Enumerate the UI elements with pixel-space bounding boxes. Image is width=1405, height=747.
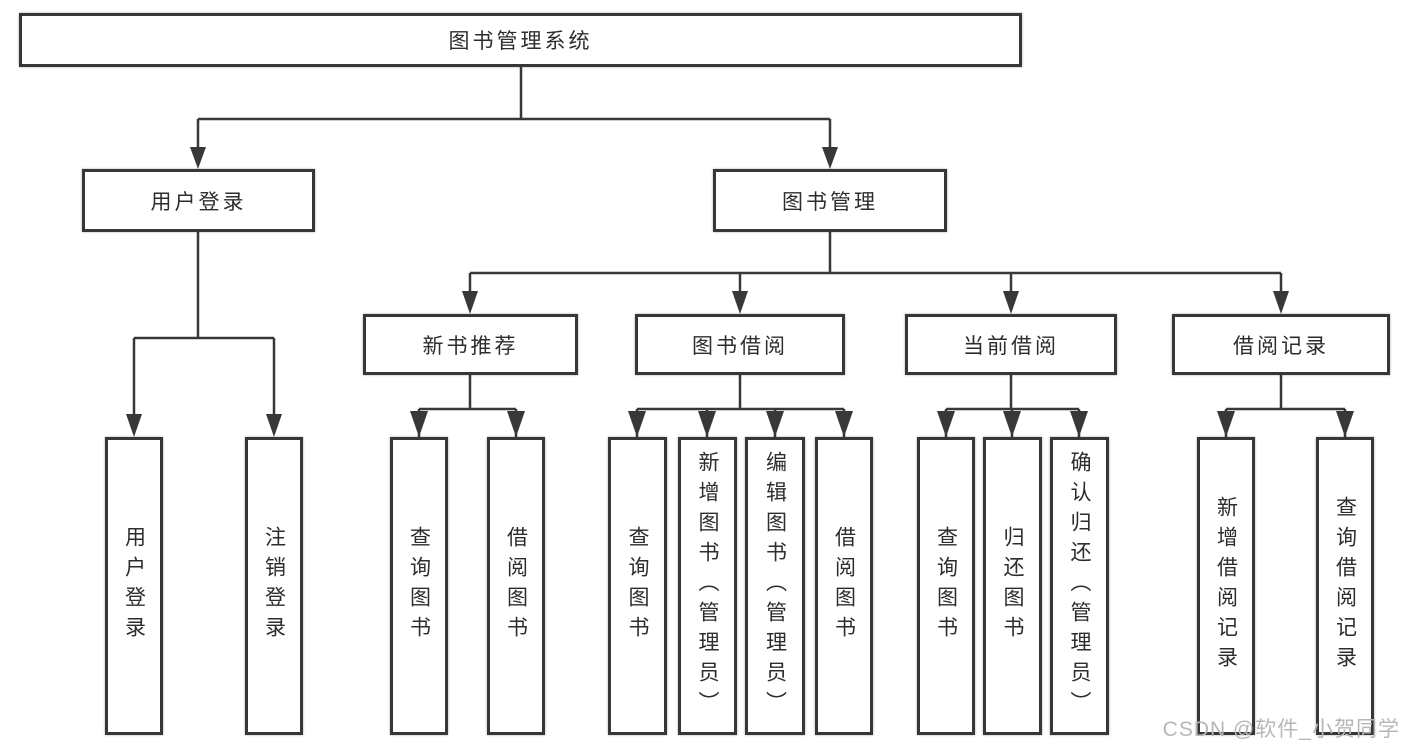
arrowheads [126, 147, 1354, 437]
leaf-label: 借阅图书 [504, 526, 528, 646]
leaf-label: 新增借阅记录 [1214, 496, 1238, 676]
node-root: 图书管理系统 [19, 13, 1022, 67]
leaf-label: 注销登录 [262, 526, 286, 646]
node-user-login-label: 用户登录 [150, 190, 247, 214]
node-borrow-records-label: 借阅记录 [1233, 334, 1329, 358]
arrow-icon [732, 291, 748, 314]
connector-borrow-records [1224, 375, 1347, 437]
connector-root [196, 67, 832, 152]
arrow-icon [1070, 411, 1088, 437]
leaf-user-login: 用户登录 [105, 437, 163, 735]
leaf-label: 查询借阅记录 [1333, 496, 1357, 676]
node-new-books: 新书推荐 [363, 314, 578, 375]
leaf-query-borrow-record: 查询借阅记录 [1316, 437, 1374, 735]
watermark: CSDN @软件_小贺同学 [1162, 718, 1400, 741]
leaf-confirm-return-admin: 确认归还（管理员） [1050, 437, 1109, 735]
leaf-label: 查询图书 [934, 526, 958, 646]
arrow-icon [462, 291, 478, 314]
connector-book-mgmt [468, 232, 1283, 297]
arrow-icon [698, 411, 716, 437]
node-user-login: 用户登录 [82, 169, 315, 232]
node-book-borrow-label: 图书借阅 [692, 334, 788, 358]
leaf-query-books-1: 查询图书 [390, 437, 448, 735]
leaf-label: 归还图书 [1001, 526, 1024, 646]
arrow-icon [766, 411, 784, 437]
leaf-add-borrow-record: 新增借阅记录 [1197, 437, 1255, 735]
node-current-borrow-label: 当前借阅 [963, 334, 1059, 358]
arrow-icon [190, 147, 206, 169]
leaf-logout: 注销登录 [245, 437, 303, 735]
leaf-label: 查询图书 [407, 526, 431, 646]
leaf-query-books-3: 查询图书 [917, 437, 975, 735]
connector-user-login [132, 232, 276, 420]
leaf-return-books: 归还图书 [983, 437, 1042, 735]
arrow-icon [1003, 411, 1021, 437]
node-new-books-label: 新书推荐 [422, 334, 519, 358]
leaf-borrow-books-1: 借阅图书 [487, 437, 545, 735]
node-book-borrow: 图书借阅 [635, 314, 845, 375]
leaf-label: 查询图书 [626, 526, 649, 646]
node-current-borrow: 当前借阅 [905, 314, 1117, 375]
arrow-icon [507, 411, 525, 437]
arrow-icon [126, 414, 142, 437]
leaf-edit-books-admin: 编辑图书（管理员） [745, 437, 805, 735]
arrow-icon [822, 147, 838, 169]
leaf-query-books-2: 查询图书 [608, 437, 667, 735]
arrow-icon [628, 411, 646, 437]
connector-new-books [417, 375, 518, 437]
leaf-add-books-admin: 新增图书（管理员） [678, 437, 737, 735]
leaf-borrow-books-2: 借阅图书 [815, 437, 873, 735]
arrow-icon [1217, 411, 1235, 437]
node-borrow-records: 借阅记录 [1172, 314, 1390, 375]
arrow-icon [1273, 291, 1289, 314]
leaf-label: 用户登录 [122, 526, 146, 646]
arrow-icon [835, 411, 853, 437]
arrow-icon [410, 411, 428, 437]
connector-book-borrow [635, 375, 846, 437]
node-root-label: 图书管理系统 [448, 30, 593, 53]
leaf-label: 借阅图书 [832, 526, 856, 646]
node-book-mgmt: 图书管理 [713, 169, 947, 232]
arrow-icon [1336, 411, 1354, 437]
node-book-mgmt-label: 图书管理 [782, 190, 878, 214]
leaf-label: 编辑图书（管理员） [763, 451, 787, 721]
arrow-icon [266, 414, 282, 437]
arrow-icon [1003, 291, 1019, 314]
leaf-label: 新增图书（管理员） [696, 451, 719, 721]
leaf-label: 确认归还（管理员） [1068, 451, 1091, 721]
arrow-icon [937, 411, 955, 437]
